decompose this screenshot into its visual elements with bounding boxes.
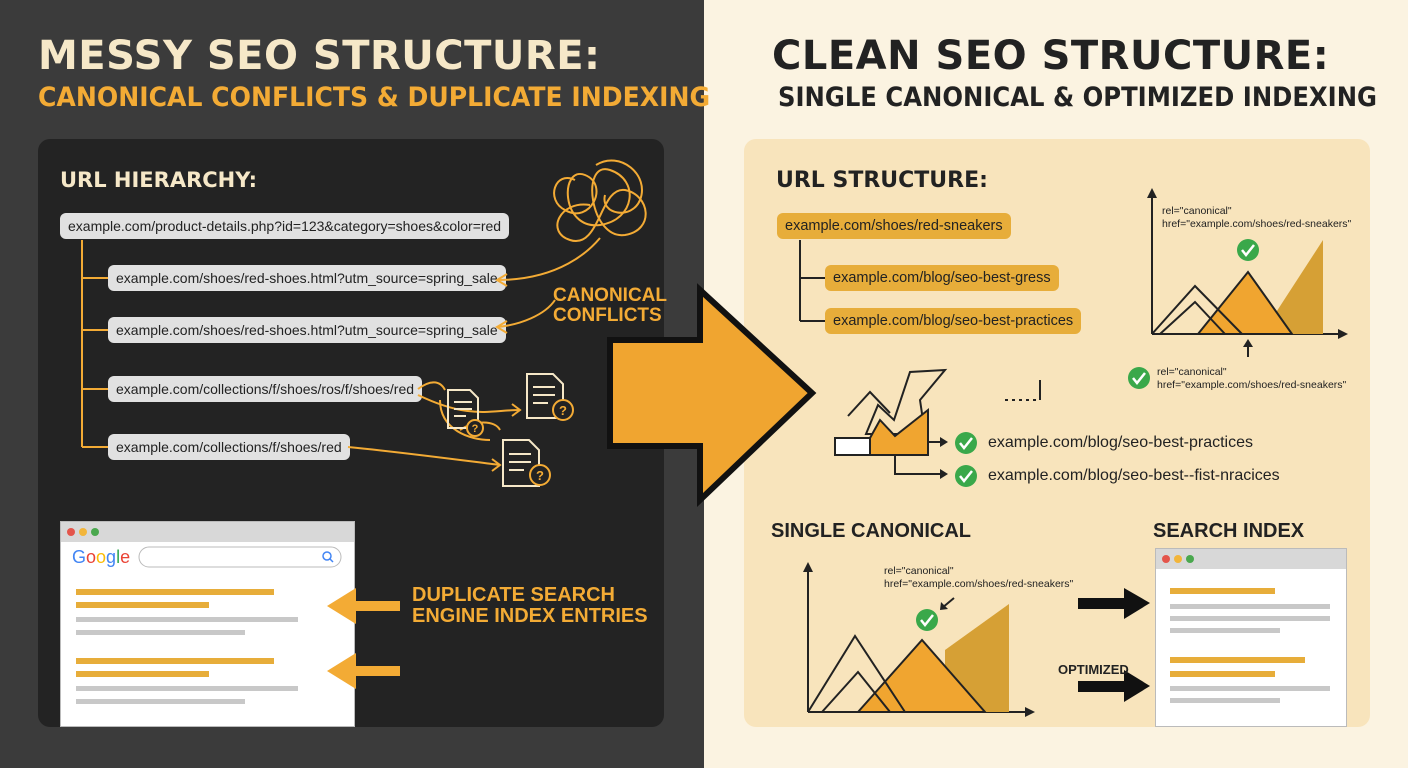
check-circle-icon xyxy=(1128,367,1150,389)
messy-url-item: example.com/shoes/red-shoes.html?utm_sou… xyxy=(108,317,506,343)
result-title-bar xyxy=(1170,671,1275,677)
optimized-label: OPTIMIZED xyxy=(1058,662,1129,677)
canonical-tag-mid: rel="canonical" href="example.com/shoes/… xyxy=(1157,366,1346,391)
close-dot-icon xyxy=(67,528,75,536)
result-title-bar xyxy=(1170,588,1275,594)
result-snippet-bar xyxy=(1170,628,1280,633)
result-title-bar xyxy=(1170,657,1305,663)
duplicate-entries-line: ENGINE INDEX ENTRIES xyxy=(412,605,648,627)
canonical-tag-bottom: rel="canonical" href="example.com/shoes/… xyxy=(884,565,1073,590)
canonical-tag-line: rel="canonical" xyxy=(1162,205,1232,217)
tangled-scribble-icon xyxy=(553,159,647,242)
messy-url-root: example.com/product-details.php?id=123&c… xyxy=(60,213,510,239)
canonical-tag-line: href="example.com/shoes/red-sneakers" xyxy=(1157,378,1347,391)
check-circle-icon xyxy=(1237,239,1259,261)
right-pointing-arrow-icon xyxy=(1078,588,1150,619)
messy-url-item: example.com/collections/f/shoes/ros/f/sh… xyxy=(108,376,423,402)
canonical-tag-line: rel="canonical" xyxy=(1157,366,1227,378)
svg-text:?: ? xyxy=(472,423,479,435)
canonical-conflicts-line: CANONICAL xyxy=(553,285,667,306)
canonical-tag-line: rel="canonical" xyxy=(884,565,954,577)
search-index-browser xyxy=(1155,548,1347,727)
clean-url-item: example.com/blog/seo-best-gress xyxy=(825,265,1059,291)
svg-text:?: ? xyxy=(559,403,567,418)
result-snippet-bar xyxy=(1170,686,1330,691)
check-circle-icon xyxy=(916,609,938,631)
result-title-bar xyxy=(76,671,209,677)
messy-title: MESSY SEO STRUCTURE: xyxy=(38,33,601,79)
result-snippet-bar xyxy=(1170,604,1330,609)
messy-url-item: example.com/collections/f/shoes/red xyxy=(108,434,350,460)
big-right-arrow-icon xyxy=(607,283,817,508)
maximize-dot-icon xyxy=(1186,555,1194,563)
google-logo: Google xyxy=(72,547,131,567)
left-pointing-arrow-icon xyxy=(327,588,400,624)
canonical-tag-line: href="example.com/shoes/red-sneakers" xyxy=(884,577,1074,590)
url-structure-heading: URL STRUCTURE: xyxy=(776,168,988,193)
result-title-bar xyxy=(76,589,274,595)
search-icon xyxy=(322,551,332,561)
result-snippet-bar xyxy=(1170,616,1330,621)
maximize-dot-icon xyxy=(91,528,99,536)
duplicate-entries-line: DUPLICATE SEARCH xyxy=(412,584,615,606)
search-index-label: SEARCH INDEX xyxy=(1153,520,1305,542)
check-circle-icon xyxy=(955,432,977,454)
result-title-bar xyxy=(76,602,209,608)
checked-url-item: example.com/blog/seo-best--fist-nracices xyxy=(988,467,1280,484)
url-hierarchy-heading: URL HIERARCHY: xyxy=(60,168,258,192)
close-dot-icon xyxy=(1162,555,1170,563)
check-circle-icon xyxy=(955,465,977,487)
clean-title: CLEAN SEO STRUCTURE: xyxy=(772,33,1330,79)
clean-url-item: example.com/blog/seo-best-practices xyxy=(825,308,1082,334)
canonical-tag-line: href="example.com/shoes/red-sneakers" xyxy=(1162,217,1352,230)
minimize-dot-icon xyxy=(1174,555,1182,563)
search-input[interactable] xyxy=(138,546,342,568)
clean-subtitle: SINGLE CANONICAL & OPTIMIZED INDEXING xyxy=(778,82,1377,113)
messy-url-item: example.com/shoes/red-shoes.html?utm_sou… xyxy=(108,265,506,291)
result-title-bar xyxy=(76,658,274,664)
canonical-conflicts-label: CANONICAL CONFLICTS xyxy=(553,286,667,326)
canonical-conflicts-line: CONFLICTS xyxy=(553,304,662,326)
minimize-dot-icon xyxy=(79,528,87,536)
browser-titlebar xyxy=(1156,549,1346,569)
svg-text:?: ? xyxy=(536,468,544,483)
browser-titlebar xyxy=(61,522,354,542)
result-snippet-bar xyxy=(76,630,245,635)
clean-url-root: example.com/shoes/red-sneakers xyxy=(777,213,1011,239)
result-snippet-bar xyxy=(76,686,298,691)
right-pointing-arrow-icon xyxy=(1078,670,1150,702)
result-snippet-bar xyxy=(1170,698,1280,703)
checked-url-item: example.com/blog/seo-best-practices xyxy=(988,434,1254,451)
duplicate-entries-label: DUPLICATE SEARCH ENGINE INDEX ENTRIES xyxy=(412,585,648,627)
result-snippet-bar xyxy=(76,617,298,622)
single-canonical-label: SINGLE CANONICAL xyxy=(771,520,971,542)
result-snippet-bar xyxy=(76,699,245,704)
messy-subtitle: CANONICAL CONFLICTS & DUPLICATE INDEXING xyxy=(38,82,711,113)
left-pointing-arrow-icon xyxy=(327,653,400,689)
duplicate-document-icon xyxy=(447,389,479,429)
canonical-tag-top: rel="canonical" href="example.com/shoes/… xyxy=(1162,205,1351,230)
